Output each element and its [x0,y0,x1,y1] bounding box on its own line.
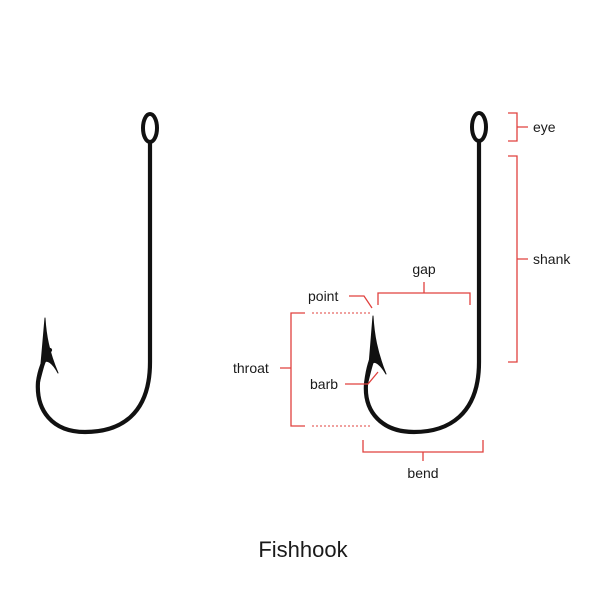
plain-hook-body [35,139,153,435]
plain-hook-point [38,317,59,385]
point-label: point [308,288,338,304]
shank-bracket [508,155,528,363]
bend-label: bend [407,465,438,481]
gap-bracket [377,282,471,305]
plain-hook [35,112,159,435]
annotated-hook [363,111,488,435]
plain-hook-eye [141,112,159,144]
bend-bracket [362,440,484,461]
annotated-hook-point [366,315,387,387]
throat-label: throat [233,360,269,376]
barb-label: barb [310,376,338,392]
shank-label: shank [533,251,571,267]
eye-bracket [508,112,528,142]
barb-leader [345,371,379,385]
eye-label: eye [533,119,556,135]
point-leader [349,295,373,309]
annotated-hook-eye [470,111,488,143]
diagram-title: Fishhook [258,537,348,562]
annotations: eye shank gap point throat barb bend [233,112,571,481]
annotated-hook-body [363,138,482,435]
throat-bracket [280,312,305,427]
gap-label: gap [412,261,436,277]
